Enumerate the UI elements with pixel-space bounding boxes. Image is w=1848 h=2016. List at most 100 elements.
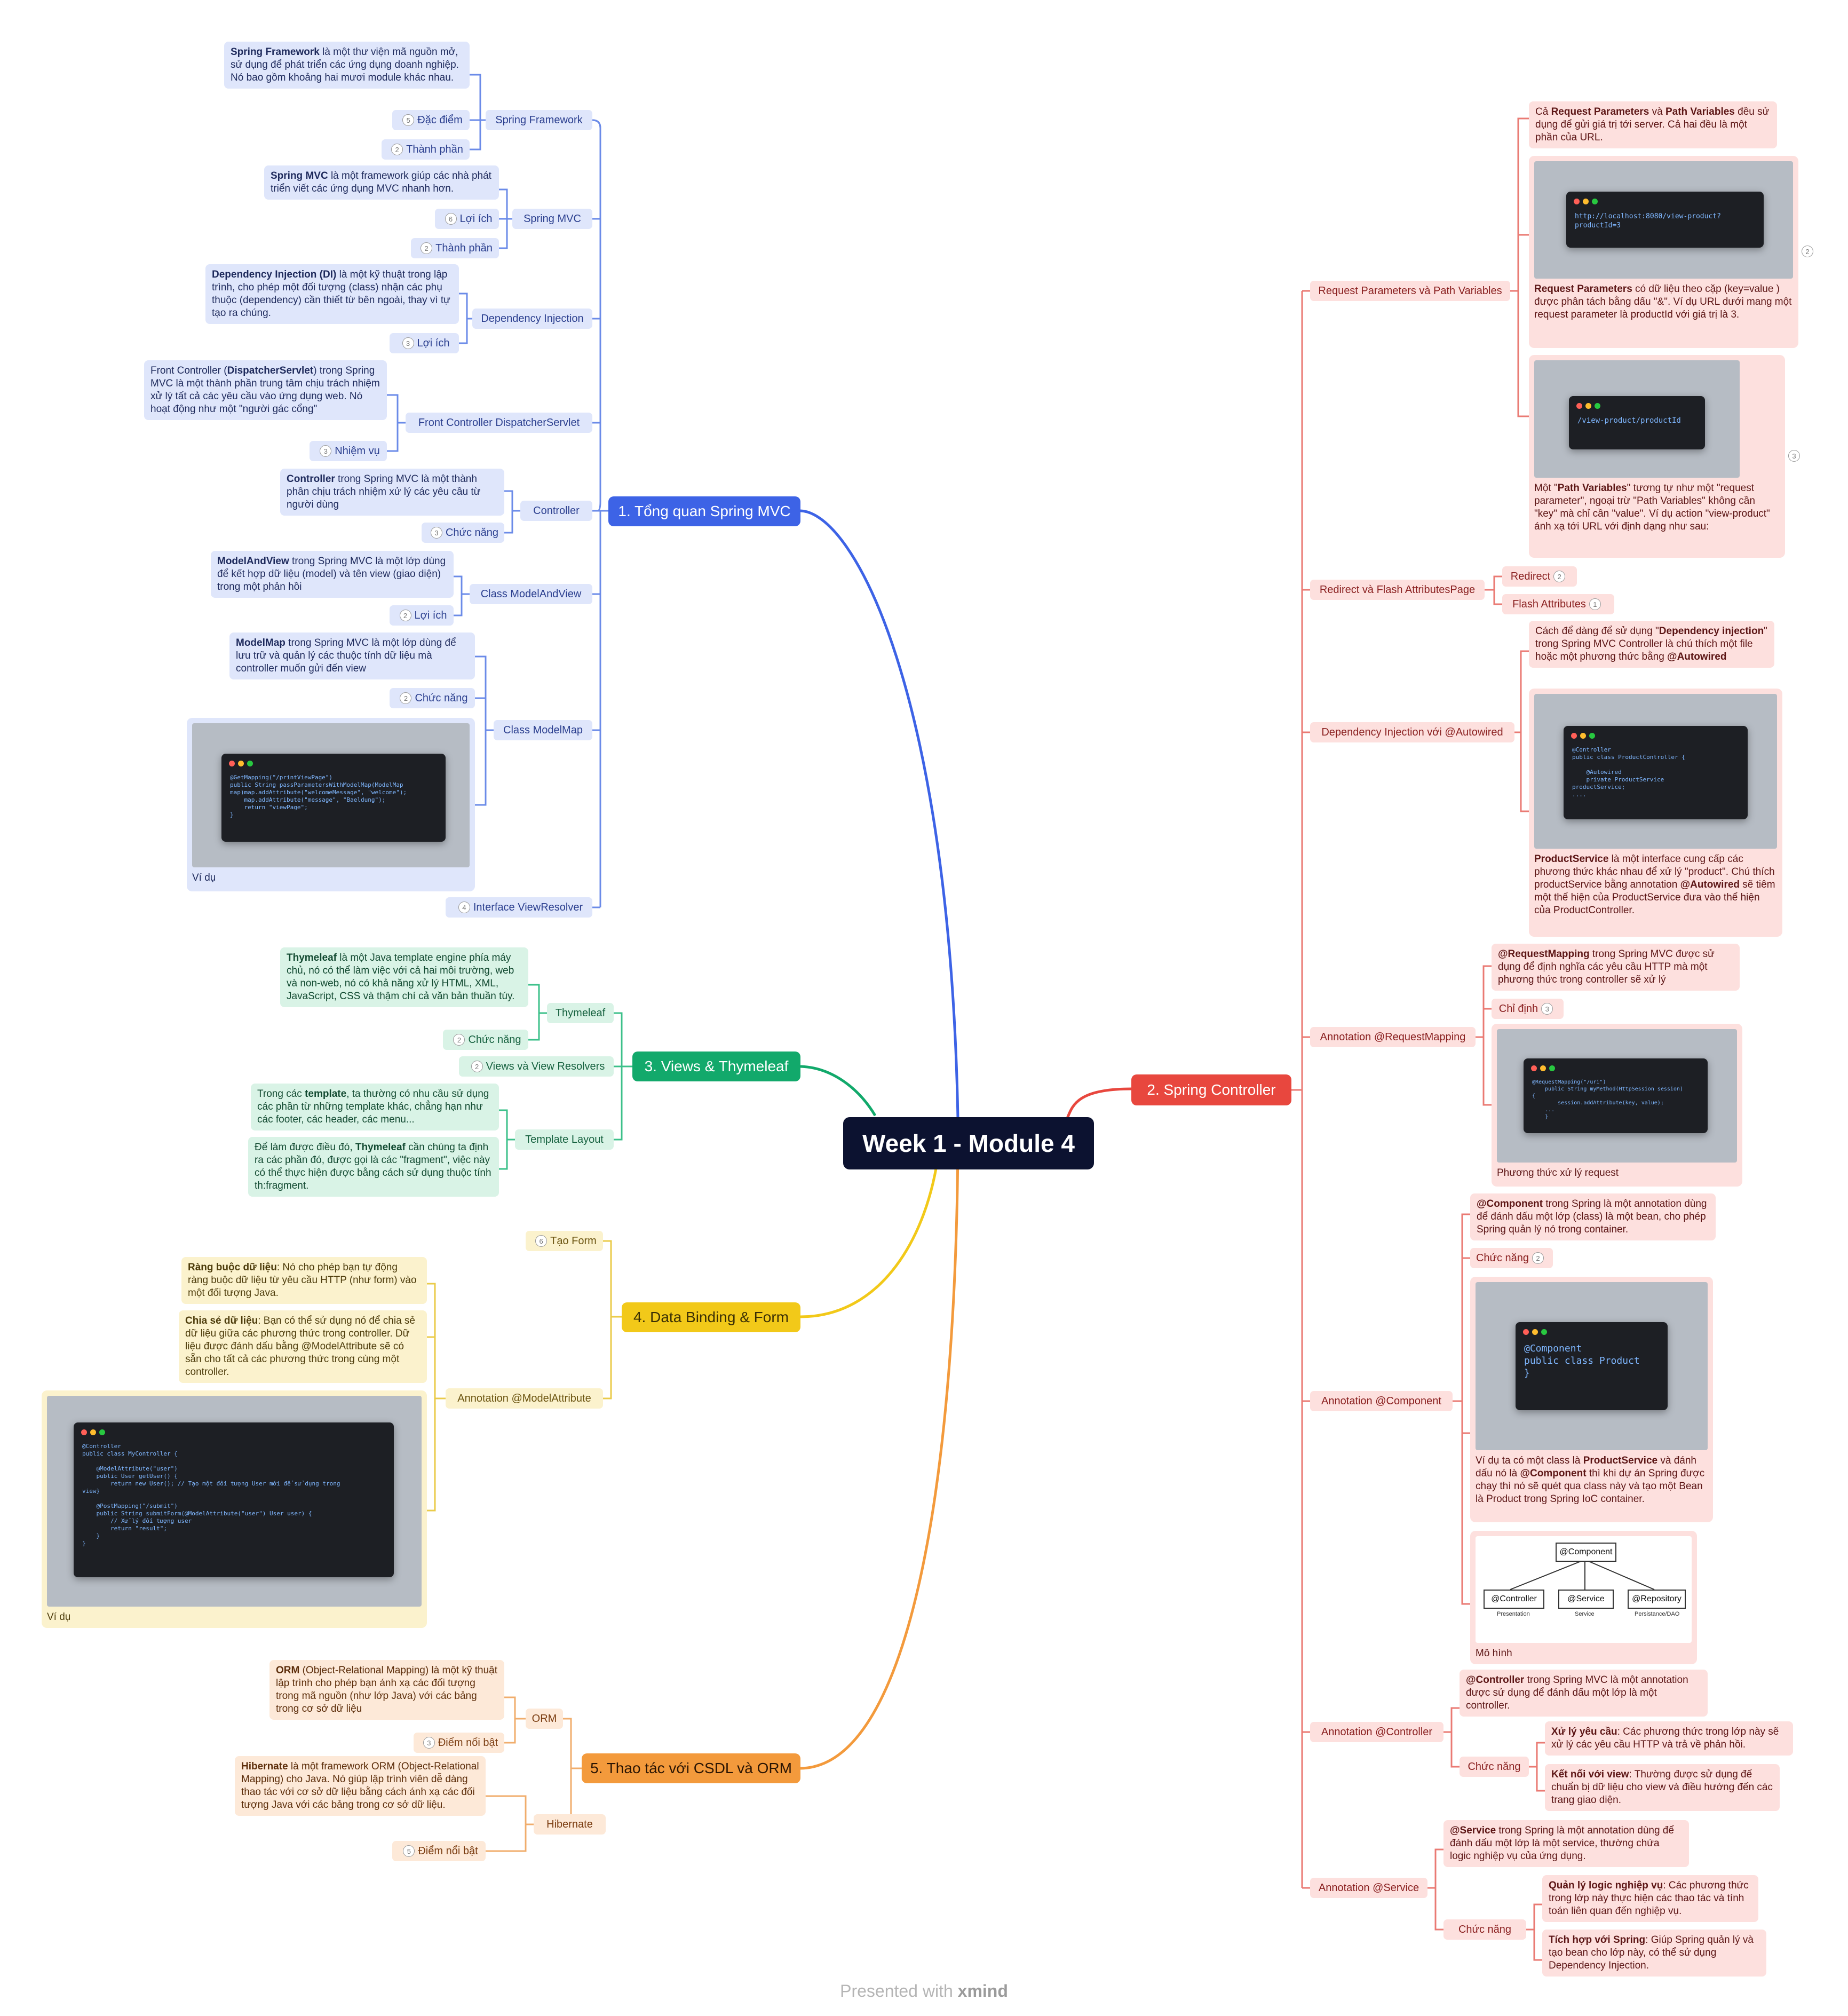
topic-label: Chức năng — [1476, 1252, 1529, 1264]
note-controller: Controller trong Spring MVC là một thành… — [280, 469, 504, 516]
diagram-service-box: @Service — [1558, 1590, 1614, 1609]
xmind-logo: xmind — [957, 1981, 1008, 2001]
component-model-card: @Component @Controller @Service @Reposit… — [1470, 1531, 1697, 1664]
requestmapping-caption: Phương thức xử lý request — [1497, 1167, 1619, 1179]
note-handle-requests: Xử lý yêu cầu: Các phương thức trong lớp… — [1545, 1721, 1793, 1756]
topic-dependency-injection[interactable]: Dependency Injection — [472, 309, 592, 329]
topic-modelmap[interactable]: Class ModelMap — [494, 720, 592, 740]
component-diagram: @Component @Controller @Service @Reposit… — [1476, 1536, 1692, 1643]
autowired-card: @Controller public class ProductControll… — [1529, 689, 1782, 937]
note-hibernate: Hibernate là một framework ORM (Object-R… — [235, 1756, 486, 1816]
topic-orm[interactable]: ORM — [526, 1709, 563, 1729]
root-topic[interactable]: Week 1 - Module 4 — [843, 1117, 1094, 1169]
diagram-repository-box: @Repository — [1628, 1590, 1686, 1609]
main-topic-spring-mvc[interactable]: 1. Tổng quan Spring MVC — [608, 496, 800, 526]
note-front-controller: Front Controller (DispatcherServlet) tro… — [144, 360, 387, 420]
topic-thymeleaf[interactable]: Thymeleaf — [547, 1003, 614, 1023]
topic-redirect-flash[interactable]: Redirect và Flash AttributesPage — [1310, 580, 1485, 600]
topic-controller-functions[interactable]: Chức năng — [1460, 1757, 1529, 1777]
diagram-lines — [1510, 1559, 1655, 1590]
window-dots-icon — [1523, 1329, 1547, 1335]
topic-label: Lợi ích — [414, 609, 447, 621]
code-window: @RequestMapping("/uri") public String my… — [1524, 1058, 1708, 1133]
request-params-card: http://localhost:8080/view-product? prod… — [1529, 156, 1798, 348]
topic-label: Thành phần — [435, 242, 493, 254]
count-badge: 2 — [453, 1034, 465, 1046]
topic-service-functions[interactable]: Chức năng — [1443, 1919, 1526, 1940]
component-example-card: @Component public class Product } Ví dụ … — [1470, 1277, 1713, 1522]
count-badge: 3 — [423, 1737, 435, 1749]
code-screenshot: @Component public class Product } — [1476, 1282, 1708, 1450]
count-badge: 3 — [1541, 1003, 1553, 1015]
presented-with-footer: Presented with xmind — [840, 1981, 1008, 2001]
topic-autowired[interactable]: Dependency Injection với @Autowired — [1310, 722, 1514, 742]
topic-requestmapping[interactable]: Annotation @RequestMapping — [1310, 1027, 1476, 1047]
note-controller-annotation: @Controller trong Spring MVC là một anno… — [1460, 1670, 1708, 1717]
topic-front-controller[interactable]: Front Controller DispatcherServlet — [406, 413, 592, 433]
topic-spring-mvc[interactable]: Spring MVC — [512, 209, 592, 229]
topic-template-layout[interactable]: Template Layout — [515, 1129, 614, 1150]
topic-hibernate[interactable]: Hibernate — [534, 1814, 606, 1835]
code-screenshot: @GetMapping("/printViewPage") public Str… — [192, 723, 470, 867]
window-dots-icon — [1576, 403, 1600, 409]
topic-label: Interface ViewResolver — [473, 901, 583, 913]
example-caption: Ví dụ — [47, 1611, 71, 1623]
topic-label: Lợi ích — [417, 337, 450, 349]
note-service-annotation: @Service trong Spring là một annotation … — [1443, 1820, 1689, 1867]
count-badge: 3 — [1788, 450, 1800, 462]
topic-modelandview[interactable]: Class ModelAndView — [470, 584, 592, 604]
note-spring-integration: Tích hợp với Spring: Giúp Spring quản lý… — [1542, 1930, 1766, 1977]
diagram-service-label: Service — [1575, 1611, 1595, 1617]
code-window: /view-product/productId — [1569, 396, 1705, 449]
window-dots-icon — [1571, 733, 1595, 739]
note-data-sharing: Chia sẻ dữ liệu: Bạn có thể sử dụng nó đ… — [179, 1310, 427, 1383]
main-topic-data-binding[interactable]: 4. Data Binding & Form — [622, 1302, 800, 1332]
main-topic-database-orm[interactable]: 5. Thao tác với CSDL và ORM — [582, 1753, 800, 1783]
main-topic-views-thymeleaf[interactable]: 3. Views & Thymeleaf — [632, 1052, 800, 1081]
topic-modelattribute[interactable]: Annotation @ModelAttribute — [446, 1388, 603, 1409]
main-topic-spring-controller[interactable]: 2. Spring Controller — [1131, 1074, 1291, 1105]
topic-service-annotation[interactable]: Annotation @Service — [1310, 1878, 1427, 1898]
count-badge: 2 — [1532, 1252, 1544, 1264]
topic-label: Nhiệm vụ — [335, 445, 380, 457]
count-badge: 3 — [402, 337, 414, 349]
modelmap-example-card: @GetMapping("/printViewPage") public Str… — [187, 718, 475, 891]
note-spring-mvc: Spring MVC là một framework giúp các nhà… — [264, 165, 499, 200]
code-window: @Component public class Product } — [1516, 1322, 1668, 1410]
requestmapping-card: @RequestMapping("/uri") public String my… — [1492, 1024, 1742, 1187]
topic-controller[interactable]: Controller — [520, 501, 592, 521]
diagram-controller-box: @Controller — [1484, 1590, 1544, 1609]
topic-request-params[interactable]: Request Parameters và Path Variables — [1310, 281, 1510, 301]
topic-label: Chức năng — [468, 1033, 521, 1046]
count-badge: 3 — [320, 445, 332, 457]
topic-label: Lợi ích — [459, 212, 493, 225]
count-badge: 2 — [1802, 246, 1813, 257]
topic-controller-annotation[interactable]: Annotation @Controller — [1310, 1722, 1443, 1742]
code-window: @GetMapping("/printViewPage") public Str… — [221, 754, 446, 842]
topic-component[interactable]: Annotation @Component — [1310, 1391, 1453, 1411]
topic-label: Tạo Form — [550, 1235, 597, 1247]
modelattribute-example-card: @Controller public class MyController { … — [42, 1390, 427, 1628]
note-template-layout-2: Để làm được điều đó, Thymeleaf cần chúng… — [248, 1137, 499, 1197]
topic-spring-framework[interactable]: Spring Framework — [486, 110, 592, 130]
